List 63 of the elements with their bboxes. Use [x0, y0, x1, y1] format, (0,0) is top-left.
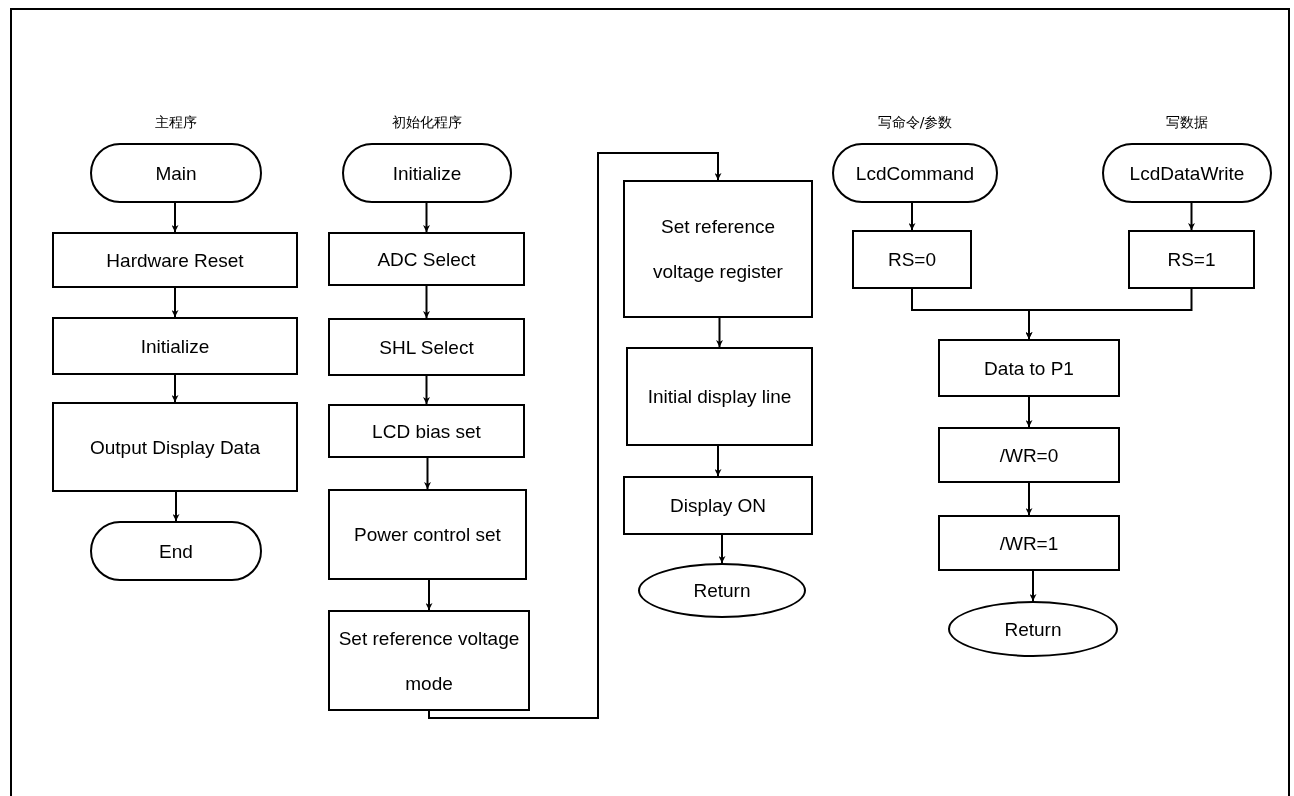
process-box	[52, 402, 298, 492]
process-box	[852, 230, 972, 289]
node-label: /WR=0	[999, 443, 1059, 468]
node-label: ADC Select	[377, 247, 476, 272]
node-label: LCD bias set	[372, 419, 481, 444]
column-heading: 写命令/参数	[877, 113, 953, 132]
column-heading: 写数据	[1166, 113, 1208, 132]
arrow	[424, 457, 431, 490]
node-label: Initialize	[392, 161, 462, 186]
node-label: Main	[155, 161, 197, 186]
arrow	[1029, 570, 1037, 602]
node-label: SHL Select	[379, 335, 474, 360]
arrow	[171, 374, 179, 403]
node-label: LcdDataWrite	[1129, 161, 1245, 186]
process-box	[328, 404, 525, 458]
arrow	[423, 375, 430, 405]
arrow	[171, 202, 179, 233]
process-box	[328, 318, 525, 376]
process-box	[328, 489, 527, 580]
node-label: Power control set	[354, 523, 501, 547]
process-box	[626, 347, 813, 446]
arrow	[1025, 396, 1033, 428]
node-label: Set reference voltage mode	[338, 626, 520, 696]
node-label: Data to P1	[984, 356, 1074, 381]
process-box	[52, 232, 298, 288]
column-heading: 主程序	[155, 113, 197, 132]
arrow	[716, 317, 723, 348]
process-box	[328, 610, 530, 711]
process-box	[938, 339, 1120, 397]
arrow	[428, 152, 722, 719]
arrow	[423, 202, 430, 233]
arrow	[171, 287, 179, 318]
terminal-box	[90, 521, 262, 581]
node-label: Return	[693, 579, 751, 603]
node-label: Display ON	[669, 494, 767, 518]
process-box	[623, 180, 813, 318]
node-label: RS=1	[1167, 248, 1216, 272]
process-box	[938, 515, 1120, 571]
arrow	[172, 491, 180, 522]
arrow	[1025, 288, 1193, 340]
arrow	[1188, 202, 1195, 231]
arrow	[423, 285, 430, 319]
node-label: Hardware Reset	[106, 248, 244, 273]
arrow	[1025, 482, 1033, 516]
node-label: Initial display line	[647, 385, 792, 409]
node-label: Initialize	[140, 334, 210, 359]
column-heading: 初始化程序	[392, 113, 462, 132]
process-box	[1128, 230, 1255, 289]
node-label: Set reference voltage register	[652, 215, 784, 284]
arrow	[908, 202, 916, 231]
node-label: /WR=1	[999, 531, 1059, 556]
arrow	[714, 445, 722, 477]
arrow	[718, 534, 726, 564]
process-box	[623, 476, 813, 535]
process-box	[328, 232, 525, 286]
node-label: RS=0	[887, 248, 937, 272]
node-label: LcdCommand	[855, 161, 975, 186]
node-label: Return	[1004, 617, 1062, 642]
node-label: Output Display Data	[90, 435, 260, 460]
process-box	[52, 317, 298, 375]
process-box	[938, 427, 1120, 483]
node-label: End	[159, 539, 193, 564]
arrow	[425, 579, 433, 611]
